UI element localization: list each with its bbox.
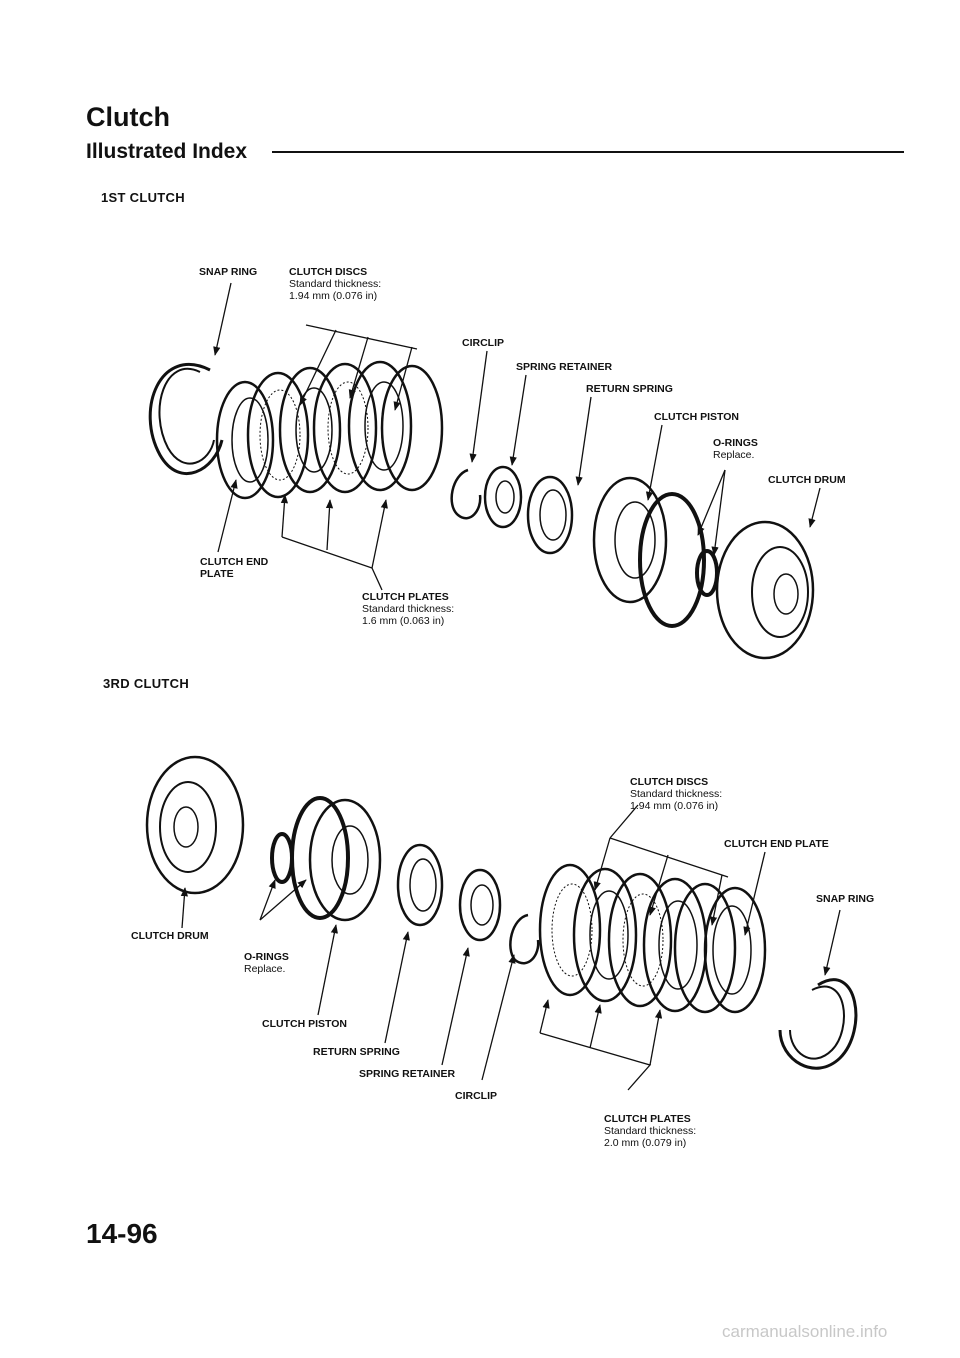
- third-o-rings-note: Replace.: [244, 963, 286, 975]
- third-clutch-discs-std: Standard thickness:: [630, 788, 723, 800]
- first-o-rings-label: O-RINGS: [713, 437, 758, 449]
- first-clutch-end-plate-part: [215, 380, 275, 500]
- third-clutch-plates-callout: CLUTCH PLATES Standard thickness: 2.0 mm…: [604, 1113, 696, 1149]
- first-clutch-end-plate-label-2: PLATE: [200, 568, 234, 580]
- first-o-rings-callout: O-RINGS Replace.: [713, 437, 758, 461]
- third-o-rings-label: O-RINGS: [244, 951, 289, 963]
- third-clutch-piston-label: CLUTCH PISTON: [262, 1018, 347, 1030]
- first-leader-lines: [213, 282, 821, 591]
- third-clutch-discs-value: 1.94 mm (0.076 in): [630, 800, 719, 812]
- first-clutch-piston-part: [592, 476, 668, 604]
- third-clutch-plates-value: 2.0 mm (0.079 in): [604, 1137, 687, 1149]
- first-clutch-discs-std: Standard thickness:: [289, 278, 382, 290]
- page-subtitle: Illustrated Index: [86, 140, 248, 163]
- first-circlip-part: [450, 468, 482, 520]
- watermark: carmanualsonline.info: [722, 1322, 888, 1341]
- third-clutch-diagram: [145, 755, 858, 1091]
- first-clutch-plates-callout: CLUTCH PLATES Standard thickness: 1.6 mm…: [362, 591, 454, 627]
- third-return-spring-part: [396, 843, 444, 927]
- first-o-rings-part: [638, 492, 719, 628]
- third-o-rings-callout: O-RINGS Replace.: [244, 951, 289, 975]
- first-o-rings-note: Replace.: [713, 449, 755, 461]
- third-snap-ring-label: SNAP RING: [816, 893, 875, 905]
- third-clutch-drum-label: CLUTCH DRUM: [131, 930, 209, 942]
- first-clutch-drum-part: [715, 520, 815, 660]
- page-title: Clutch: [86, 102, 170, 132]
- third-clutch-drum-part: [145, 755, 245, 895]
- third-circlip-label: CIRCLIP: [455, 1090, 497, 1102]
- first-clutch-piston-label: CLUTCH PISTON: [654, 411, 739, 423]
- first-snap-ring-label: SNAP RING: [199, 266, 258, 278]
- first-clutch-discs-value: 1.94 mm (0.076 in): [289, 290, 378, 302]
- third-return-spring-label: RETURN SPRING: [313, 1046, 400, 1058]
- first-clutch-section-label: 1ST CLUTCH: [101, 190, 185, 205]
- first-clutch-drum-label: CLUTCH DRUM: [768, 474, 846, 486]
- first-spring-retainer-part: [483, 465, 523, 529]
- first-clutch-diagram: [148, 282, 821, 660]
- first-clutch-discs-label: CLUTCH DISCS: [289, 266, 368, 278]
- third-clutch-plates-label: CLUTCH PLATES: [604, 1113, 691, 1125]
- first-clutch-plates-std: Standard thickness:: [362, 603, 455, 615]
- first-spring-retainer-label: SPRING RETAINER: [516, 361, 613, 373]
- third-snap-ring-part: [778, 978, 858, 1070]
- third-clutch-section-label: 3RD CLUTCH: [103, 676, 190, 691]
- first-disc-plate-stack: [246, 360, 444, 499]
- page-number: 14-96: [86, 1218, 158, 1249]
- first-clutch-plates-value: 1.6 mm (0.063 in): [362, 615, 445, 627]
- third-spring-retainer-label: SPRING RETAINER: [359, 1068, 456, 1080]
- third-clutch-end-plate-label: CLUTCH END PLATE: [724, 838, 829, 850]
- first-clutch-plates-label: CLUTCH PLATES: [362, 591, 449, 603]
- first-return-spring-label: RETURN SPRING: [586, 383, 673, 395]
- third-clutch-plates-std: Standard thickness:: [604, 1125, 697, 1137]
- first-snap-ring-part: [148, 362, 224, 476]
- third-clutch-piston-part: [308, 798, 382, 922]
- third-circlip-part: [509, 913, 540, 965]
- third-clutch-discs-label: CLUTCH DISCS: [630, 776, 709, 788]
- header-rule: [272, 151, 904, 153]
- third-clutch-end-plate-part: [703, 886, 767, 1014]
- third-spring-retainer-part: [458, 868, 502, 942]
- third-o-rings-part: [270, 796, 350, 920]
- first-clutch-discs-callout: CLUTCH DISCS Standard thickness: 1.94 mm…: [289, 266, 381, 302]
- first-clutch-end-plate-label-1: CLUTCH END: [200, 556, 269, 568]
- first-circlip-label: CIRCLIP: [462, 337, 504, 349]
- first-return-spring-part: [526, 475, 574, 555]
- third-clutch-discs-callout: CLUTCH DISCS Standard thickness: 1.94 mm…: [630, 776, 722, 812]
- first-clutch-end-plate-callout: CLUTCH END PLATE: [200, 556, 268, 580]
- third-leader-lines: [180, 804, 841, 1091]
